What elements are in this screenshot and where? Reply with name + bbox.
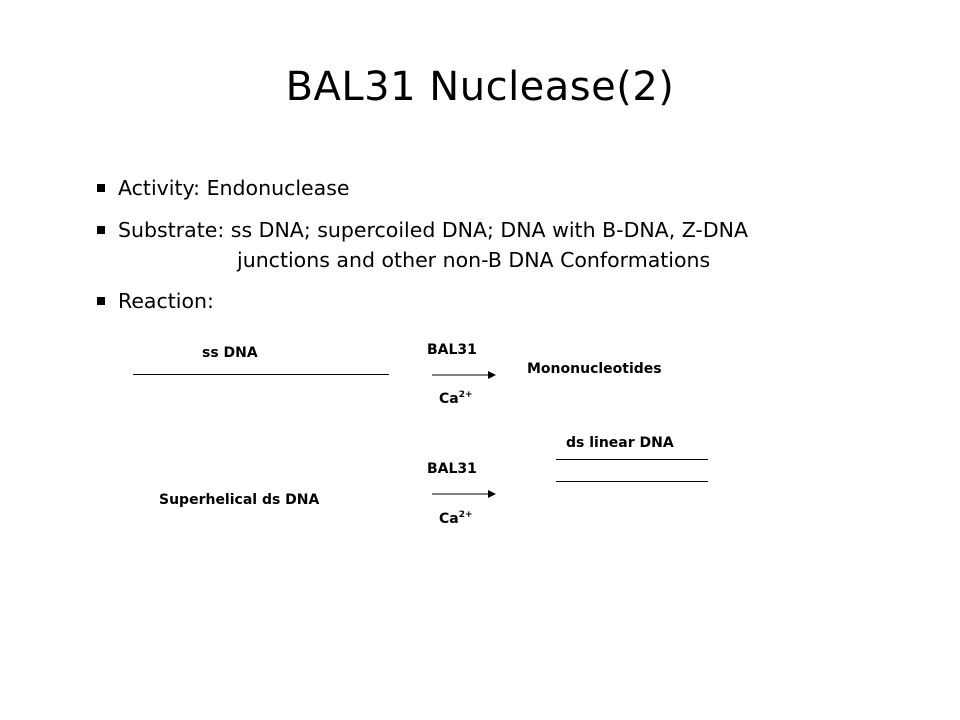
square-bullet-icon (97, 184, 105, 192)
slide-title: BAL31 Nuclease(2) (285, 64, 675, 110)
bullet-text: Activity: Endonuclease (118, 176, 350, 200)
bullet-text: Reaction: (118, 289, 214, 313)
cofactor-label: Ca2+ (439, 390, 473, 407)
enzyme-label: BAL31 (427, 461, 477, 477)
enzyme-label: BAL31 (427, 342, 477, 358)
bullet-text: Substrate: ss DNA; supercoiled DNA; DNA … (118, 218, 748, 242)
bullet-reaction: Reaction: (97, 286, 214, 316)
cofactor-charge: 2+ (458, 510, 473, 520)
ds-dna-top-strand (556, 459, 708, 460)
product-label: Mononucleotides (527, 361, 662, 377)
square-bullet-icon (97, 226, 105, 234)
bullet-substrate: Substrate: ss DNA; supercoiled DNA; DNA … (97, 215, 748, 245)
ss-dna-strand (133, 374, 389, 375)
cofactor-symbol: Ca (439, 391, 459, 407)
substrate-label: ss DNA (202, 345, 258, 361)
cofactor-charge: 2+ (458, 390, 473, 400)
square-bullet-icon (97, 297, 105, 305)
product-label: ds linear DNA (566, 435, 674, 451)
cofactor-symbol: Ca (439, 511, 459, 527)
reaction-arrow-icon (432, 490, 496, 498)
ds-dna-bottom-strand (556, 481, 708, 482)
reaction-arrow-icon (432, 371, 496, 379)
bullet-substrate-continuation: junctions and other non-B DNA Conformati… (237, 248, 711, 272)
cofactor-label: Ca2+ (439, 510, 473, 527)
substrate-label: Superhelical ds DNA (159, 492, 320, 508)
bullet-activity: Activity: Endonuclease (97, 173, 350, 203)
